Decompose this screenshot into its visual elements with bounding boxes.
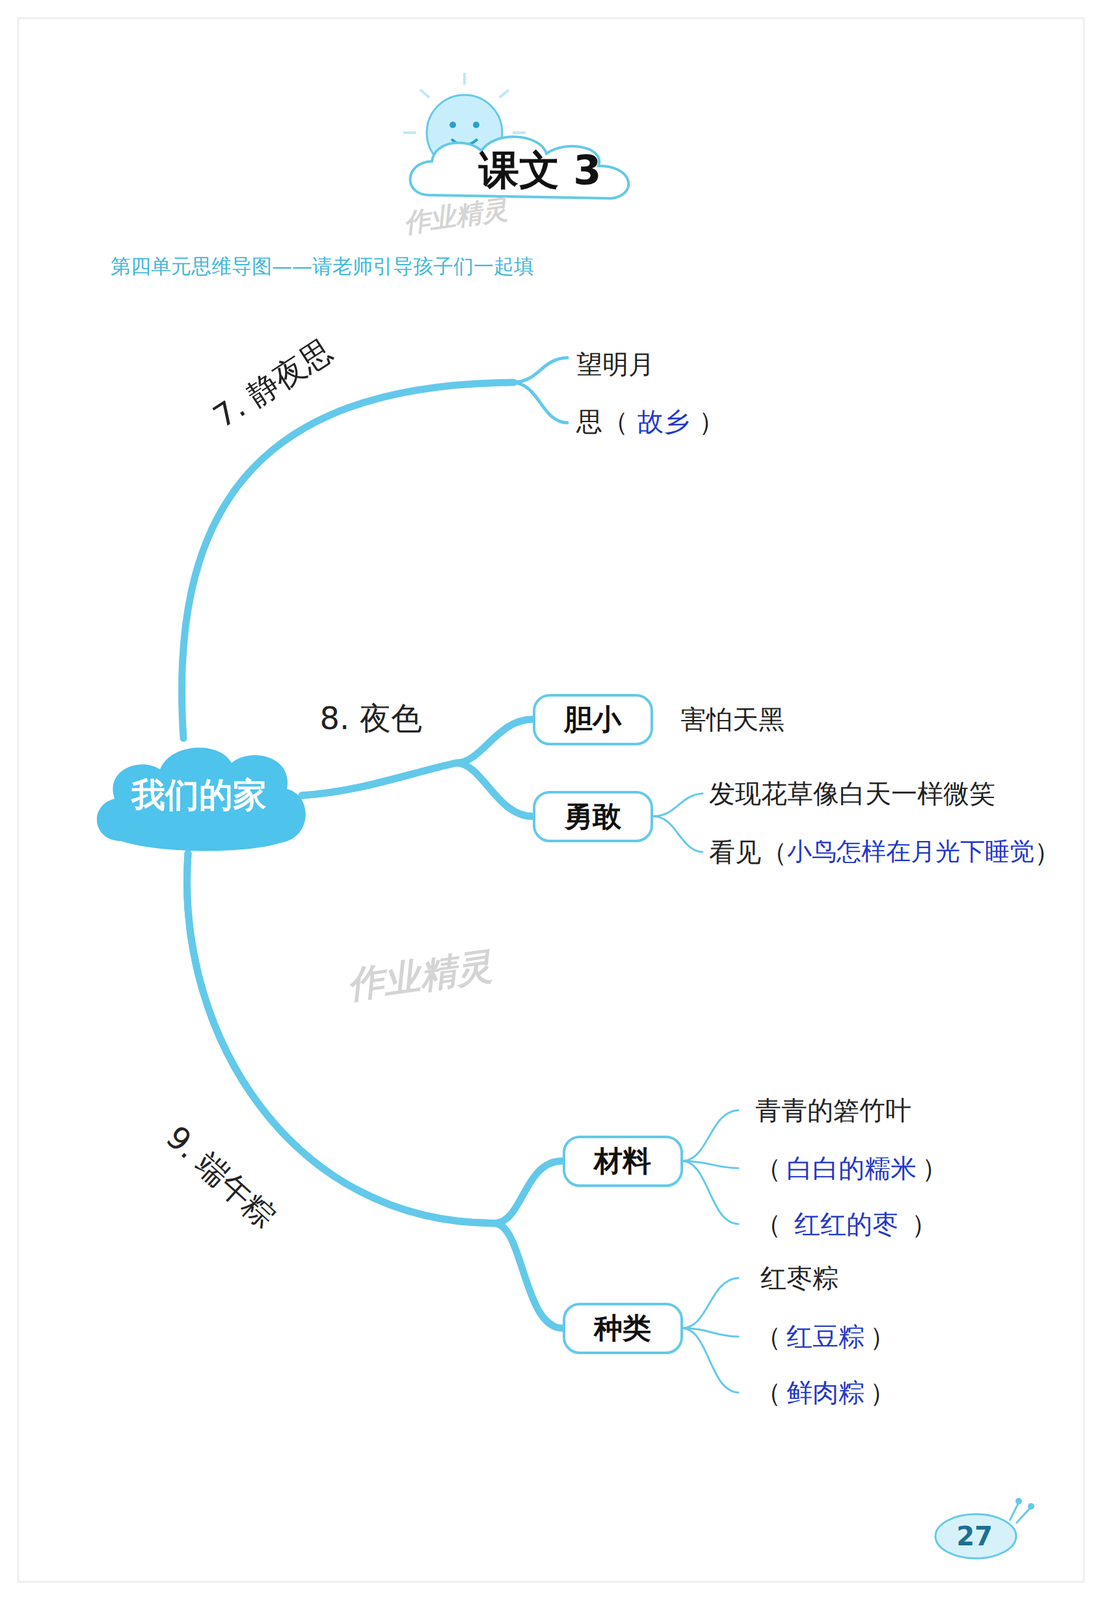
title-cloud: [403, 72, 629, 199]
topic-box: 勇敢: [532, 791, 654, 843]
leaf-text: 27: [956, 1520, 993, 1553]
answer-text: 故乡: [637, 405, 690, 438]
leaf-text: ）: [869, 1377, 896, 1409]
leaf-text: ）: [869, 1321, 896, 1353]
watermark: 作业精灵: [401, 193, 509, 239]
answer-text: 白白的糯米: [786, 1152, 917, 1184]
answer-text: 红红的枣: [794, 1208, 899, 1240]
branch-label: 9. 端午粽: [159, 1118, 284, 1237]
leaf-text: 害怕天黑: [680, 703, 785, 736]
leaf-text: 看见（: [709, 836, 788, 868]
answer-text: 鲜肉粽: [786, 1377, 865, 1409]
cloud-outline: [409, 136, 629, 199]
leaf-text: ）: [1034, 836, 1061, 868]
title: 课文 3: [478, 146, 602, 195]
node-text: 胆小: [564, 700, 622, 740]
topic-box: 胆小: [532, 694, 654, 746]
leaf-text: （: [755, 1208, 782, 1240]
leaf-text: （: [755, 1152, 782, 1184]
leaf-text: ）: [911, 1208, 938, 1240]
branch-connector: [186, 853, 563, 1329]
leaf-text: 发现花草像白天一样微笑: [709, 778, 996, 810]
node-text: 材料: [593, 1142, 652, 1181]
page-frame: [18, 18, 1084, 1583]
leaf-text: 第四单元思维导图——请老师引导孩子们一起填: [110, 254, 535, 279]
watermark: 作业精灵: [344, 943, 495, 1008]
leaf-text: 思（: [576, 405, 629, 438]
leaf-text: ）: [698, 405, 725, 438]
answer-text: 红豆粽: [786, 1321, 865, 1353]
leaf-text: ）: [921, 1152, 948, 1184]
node-text: 我们的家: [131, 772, 267, 819]
leaf-text: （: [755, 1377, 782, 1409]
node-text: 种类: [593, 1309, 652, 1348]
node-text: 勇敢: [564, 797, 622, 836]
leaf-text: （: [755, 1321, 782, 1353]
branch-connector: [186, 853, 563, 1224]
leaf-text: 青青的箬竹叶: [755, 1094, 912, 1127]
topic-box: 种类: [562, 1303, 684, 1355]
branch-connector: [301, 763, 533, 817]
page-number-snail: [935, 1498, 1035, 1559]
topic-box: 材料: [562, 1135, 684, 1188]
mind-branches: [182, 357, 739, 1393]
center-cloud: 我们的家: [88, 733, 310, 858]
leaf-text: 红枣粽: [760, 1262, 839, 1294]
branch-line: [182, 382, 514, 739]
answer-text: 小鸟怎样在月光下睡觉: [787, 837, 1035, 868]
leaf-text: 望明月: [576, 348, 655, 380]
leaf-text: 8. 夜色: [319, 699, 422, 738]
